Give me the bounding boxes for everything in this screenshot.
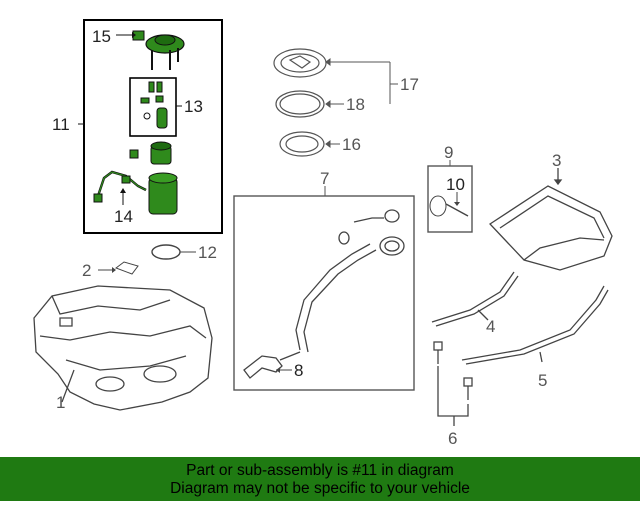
banner-line-2: Diagram may not be specific to your vehi… bbox=[170, 480, 470, 497]
part-2-pad bbox=[98, 261, 139, 275]
info-banner: Part or sub-assembly is #11 in diagram D… bbox=[0, 457, 640, 501]
callout-11: 11 bbox=[52, 115, 70, 134]
callout-6: 6 bbox=[448, 429, 457, 448]
heat-shield-part-3 bbox=[488, 168, 613, 271]
callout-3: 3 bbox=[552, 151, 561, 170]
callout-13: 13 bbox=[184, 97, 203, 116]
fuel-cap-group bbox=[427, 160, 473, 233]
sender-kit-part-13 bbox=[140, 81, 168, 129]
hose-part-8 bbox=[243, 355, 283, 379]
callout-15: 15 bbox=[92, 27, 111, 46]
gasket-part-12 bbox=[151, 244, 196, 260]
fuel-pump-assembly-group bbox=[78, 19, 223, 234]
ring-part-16 bbox=[279, 131, 325, 157]
strap-part-4 bbox=[431, 271, 519, 327]
callout-18: 18 bbox=[346, 95, 365, 114]
callout-5: 5 bbox=[538, 371, 547, 390]
callout-17: 17 bbox=[400, 75, 419, 94]
callout-4: 4 bbox=[486, 317, 495, 336]
callout-1: 1 bbox=[56, 393, 65, 412]
pump-flange bbox=[145, 34, 185, 70]
callout-10: 10 bbox=[446, 175, 465, 194]
pump-body bbox=[129, 141, 178, 215]
callout-7: 7 bbox=[320, 169, 329, 188]
strap-part-5 bbox=[461, 285, 609, 365]
callout-14: 14 bbox=[114, 207, 133, 226]
parts-diagram: 15 13 11 14 12 2 1 17 18 16 7 8 9 10 3 4… bbox=[33, 19, 613, 448]
callout-2: 2 bbox=[82, 261, 91, 280]
filler-neck-group bbox=[233, 186, 415, 391]
banner-line-1: Part or sub-assembly is #11 in diagram bbox=[186, 462, 454, 479]
seal-part-18 bbox=[275, 90, 325, 118]
fuel-tank-part-1 bbox=[33, 285, 213, 411]
lock-ring-part-17 bbox=[273, 48, 327, 78]
bolt-part-6 bbox=[433, 341, 473, 426]
callout-16: 16 bbox=[342, 135, 361, 154]
callout-9: 9 bbox=[444, 143, 453, 162]
callout-12: 12 bbox=[198, 243, 217, 262]
wire-harness-part-14 bbox=[93, 170, 147, 203]
callout-8: 8 bbox=[294, 361, 303, 380]
